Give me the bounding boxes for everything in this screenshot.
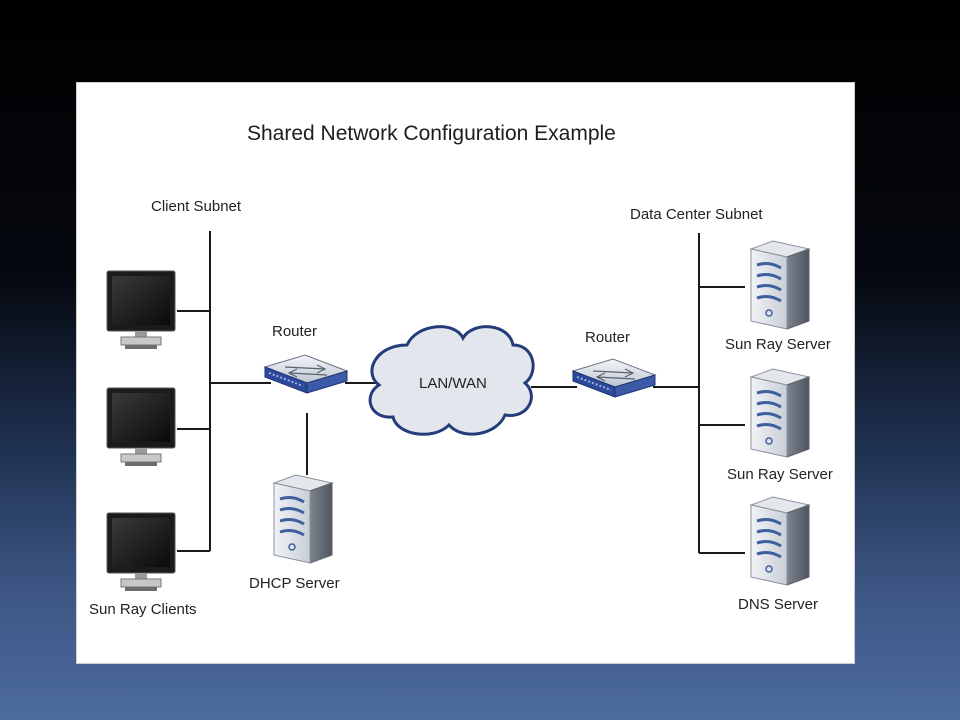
network-diagram [106, 231, 811, 592]
router-right-icon [572, 358, 656, 398]
lan-wan-cloud [368, 325, 535, 436]
router-left-icon [264, 354, 348, 394]
sun-ray-server-2-label: Sun Ray Server [727, 466, 833, 483]
cloud-label: LAN/WAN [419, 375, 487, 392]
router-left-label: Router [272, 323, 318, 340]
client-subnet-label: Client Subnet [151, 198, 242, 215]
sun-ray-clients-label: Sun Ray Clients [89, 601, 197, 618]
diagram-canvas: Shared Network Configuration Example Cli… [76, 82, 855, 664]
sun-ray-server-1-icon [749, 239, 811, 331]
sun-ray-client-monitor-2 [106, 387, 176, 467]
dns-server-label: DNS Server [738, 596, 819, 613]
dhcp-server-label: DHCP Server [249, 575, 340, 592]
dns-server-icon [749, 495, 811, 587]
data-center-subnet-label: Data Center Subnet [630, 206, 763, 223]
sun-ray-server-2-icon [749, 367, 811, 459]
sun-ray-client-monitor-1 [106, 270, 176, 350]
dhcp-server-icon [272, 473, 334, 565]
sun-ray-server-1-label: Sun Ray Server [725, 336, 831, 353]
router-right-label: Router [585, 329, 631, 346]
diagram-title: Shared Network Configuration Example [247, 122, 616, 145]
sun-ray-client-monitor-3 [106, 512, 176, 592]
